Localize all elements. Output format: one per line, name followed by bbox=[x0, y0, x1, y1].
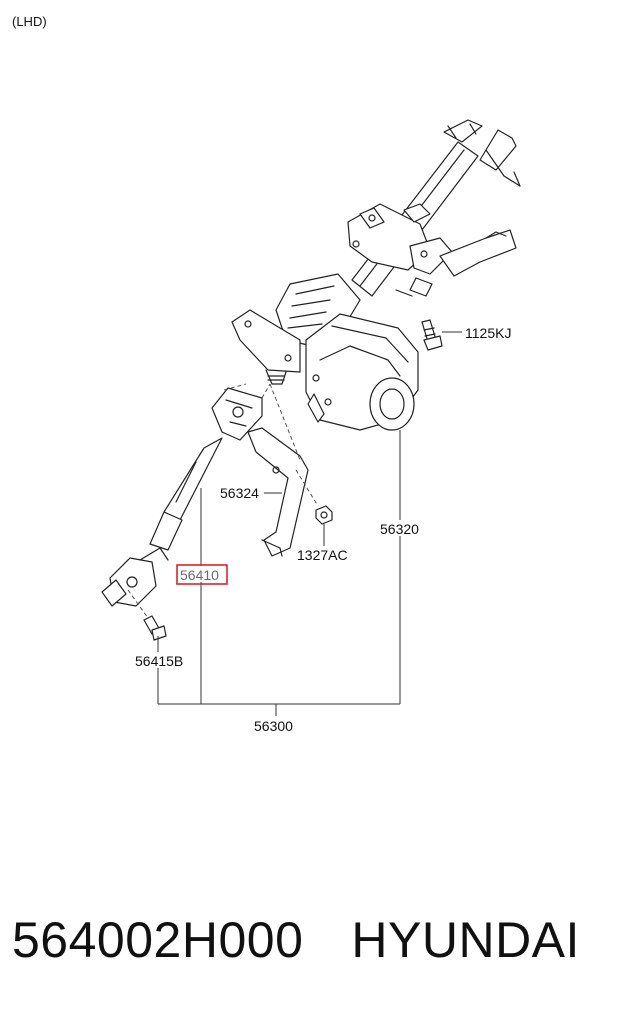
callout-1327ac: 1327AC bbox=[297, 547, 348, 563]
highlight-box-56410 bbox=[176, 564, 228, 585]
callout-56324: 56324 bbox=[220, 485, 259, 501]
leader-lines bbox=[157, 331, 462, 716]
steering-column-diagram: 1125KJ 56324 56320 56410 1327AC 56415B 5… bbox=[101, 119, 521, 734]
part-number: 564002H000 bbox=[12, 912, 304, 968]
bracket-56324 bbox=[247, 427, 309, 557]
intermediate-shaft bbox=[101, 387, 263, 607]
brand-name: HYUNDAI bbox=[351, 912, 580, 968]
callout-56300: 56300 bbox=[254, 718, 293, 734]
callout-1125kj: 1125KJ bbox=[465, 325, 511, 341]
bolt-56415b bbox=[143, 615, 167, 641]
product-footer: 564002H000 HYUNDAI bbox=[12, 905, 608, 975]
callout-56320: 56320 bbox=[380, 521, 419, 537]
bolt-1125kj bbox=[421, 319, 443, 351]
callout-56415b: 56415B bbox=[135, 653, 183, 669]
assembly-lines bbox=[127, 383, 319, 619]
variant-label: (LHD) bbox=[12, 14, 47, 29]
nut-1327ac bbox=[315, 505, 333, 525]
callout-56410: 56410 bbox=[180, 567, 219, 583]
tilt-bracket bbox=[347, 203, 517, 297]
eps-motor-unit bbox=[305, 313, 419, 431]
